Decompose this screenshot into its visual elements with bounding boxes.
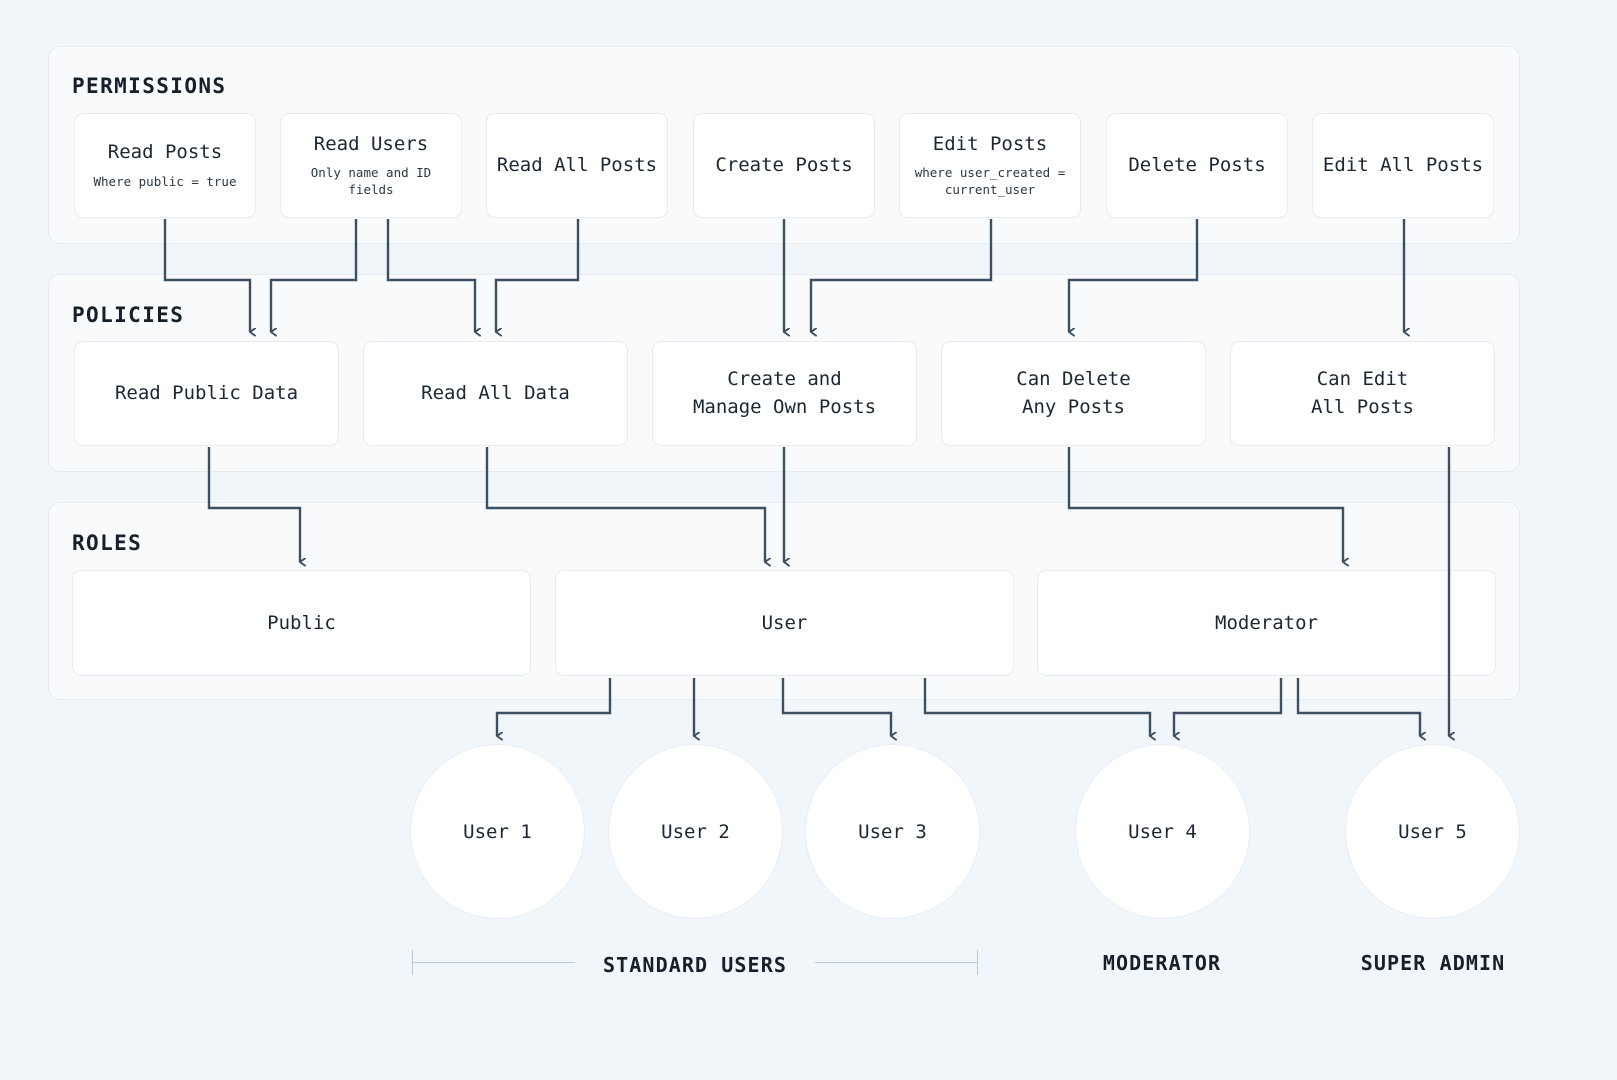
permission-card-delete-posts[interactable]: Delete Posts <box>1106 113 1288 218</box>
group-label-moderator: MODERATOR <box>1102 951 1222 975</box>
policy-title: Can Delete Any Posts <box>1016 367 1131 418</box>
user-label: User 2 <box>661 820 730 843</box>
user-circle-4[interactable]: User 4 <box>1075 744 1250 919</box>
policy-card-can-delete-any-posts[interactable]: Can Delete Any Posts <box>941 341 1206 446</box>
policy-card-read-all-data[interactable]: Read All Data <box>363 341 628 446</box>
role-card-moderator[interactable]: Moderator <box>1037 570 1496 676</box>
bracket-tick-left <box>412 950 413 975</box>
user-label: User 1 <box>463 820 532 843</box>
permission-card-edit-all-posts[interactable]: Edit All Posts <box>1312 113 1494 218</box>
permission-title: Read All Posts <box>496 154 658 177</box>
user-circle-5[interactable]: User 5 <box>1345 744 1520 919</box>
permission-title: Read Posts <box>107 141 223 164</box>
role-title: Public <box>267 611 336 634</box>
user-label: User 5 <box>1398 820 1467 843</box>
group-label-standard-users: STANDARD USERS <box>575 951 815 979</box>
group-label-super-admin: SUPER ADMIN <box>1360 951 1506 975</box>
role-title: Moderator <box>1215 611 1318 634</box>
policy-card-can-edit-all-posts[interactable]: Can Edit All Posts <box>1230 341 1495 446</box>
role-card-user[interactable]: User <box>555 570 1014 676</box>
policy-title: Read Public Data <box>114 381 299 404</box>
role-card-public[interactable]: Public <box>72 570 531 676</box>
permission-title: Delete Posts <box>1128 154 1266 177</box>
user-circle-2[interactable]: User 2 <box>608 744 783 919</box>
policy-title: Read All Data <box>421 381 570 404</box>
permission-title: Read Users <box>313 132 429 155</box>
permission-subtitle: Where public = true <box>93 173 237 189</box>
permission-subtitle: Only name and ID fields <box>310 165 432 198</box>
permission-card-read-posts[interactable]: Read Posts Where public = true <box>74 113 256 218</box>
role-title: User <box>761 611 808 634</box>
policy-card-create-manage-own-posts[interactable]: Create and Manage Own Posts <box>652 341 917 446</box>
policy-title: Create and Manage Own Posts <box>692 367 877 418</box>
permission-card-edit-posts[interactable]: Edit Posts where user_created = current_… <box>899 113 1081 218</box>
permission-title: Edit All Posts <box>1322 154 1484 177</box>
permission-card-create-posts[interactable]: Create Posts <box>693 113 875 218</box>
permission-subtitle: where user_created = current_user <box>914 165 1066 198</box>
section-title-policies: POLICIES <box>72 303 185 327</box>
user-label: User 4 <box>1128 820 1197 843</box>
permission-title: Edit Posts <box>932 132 1048 155</box>
policy-title: Can Edit All Posts <box>1311 367 1414 418</box>
permission-card-read-users[interactable]: Read Users Only name and ID fields <box>280 113 462 218</box>
bracket-tick-right <box>977 950 978 975</box>
permission-card-read-all-posts[interactable]: Read All Posts <box>486 113 668 218</box>
user-circle-1[interactable]: User 1 <box>410 744 585 919</box>
permission-title: Create Posts <box>715 154 853 177</box>
section-title-roles: ROLES <box>72 531 143 555</box>
policy-card-read-public-data[interactable]: Read Public Data <box>74 341 339 446</box>
user-label: User 3 <box>858 820 927 843</box>
user-circle-3[interactable]: User 3 <box>805 744 980 919</box>
section-title-permissions: PERMISSIONS <box>72 74 227 98</box>
